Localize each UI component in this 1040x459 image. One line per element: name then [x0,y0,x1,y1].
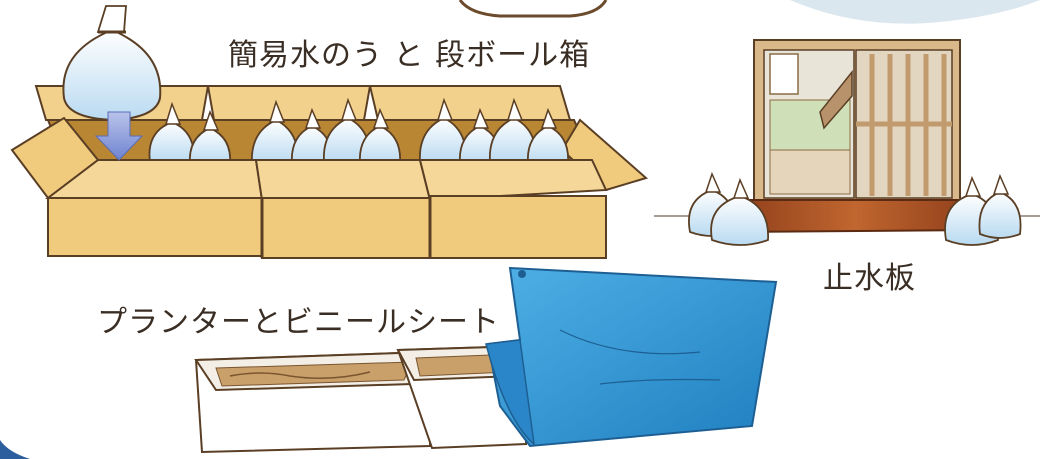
label-water-barrier-board: 止水板 [823,261,916,296]
top-bubble [458,0,608,18]
label-water-bag-box: 簡易水のう と 段ボール箱 [228,38,591,73]
water-bags-in-boxes [148,97,570,165]
planters-and-sheet [194,266,778,454]
water-bag-large [62,5,162,122]
background-circle [790,0,1040,24]
cardboard-boxes [10,85,649,259]
door-with-barrier [654,39,1040,246]
down-arrow-icon [94,111,144,161]
corner-arc [0,440,30,459]
label-planter-and-sheet: プランターとビニールシート [97,305,500,340]
